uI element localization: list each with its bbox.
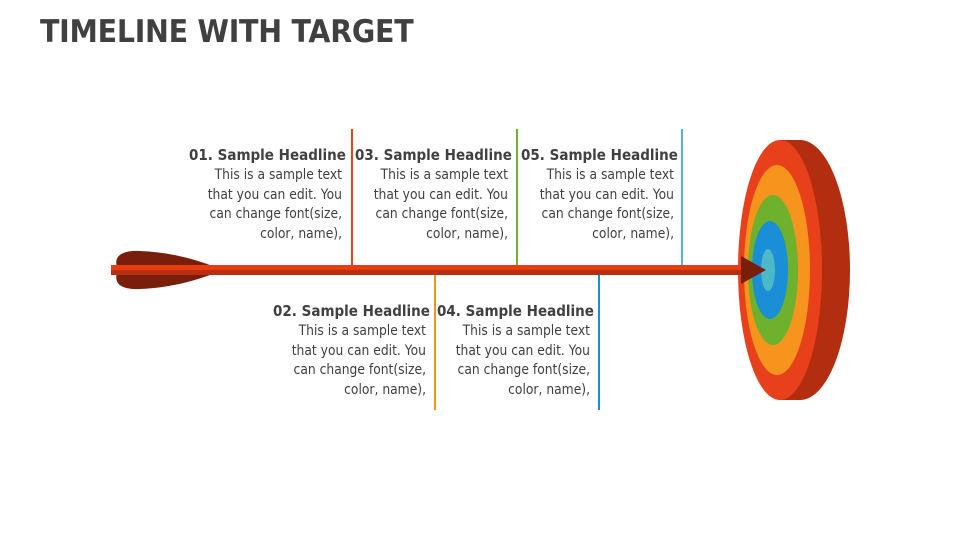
timeline-item-03: 03. Sample Headline This is a sample tex… bbox=[338, 145, 512, 244]
item-body: This is a sample text that you can edit.… bbox=[373, 167, 508, 242]
item-body: This is a sample text that you can edit.… bbox=[291, 323, 426, 398]
item-headline: 02. Sample Headline bbox=[273, 302, 430, 320]
item-body: This is a sample text that you can edit.… bbox=[455, 323, 590, 398]
item-body: This is a sample text that you can edit.… bbox=[539, 167, 674, 242]
item-headline: 04. Sample Headline bbox=[437, 302, 594, 320]
timeline-item-05: 05. Sample Headline This is a sample tex… bbox=[504, 145, 678, 244]
timeline-item-01: 01. Sample Headline This is a sample tex… bbox=[172, 145, 346, 244]
arrow-icon bbox=[111, 250, 766, 290]
arrow-head bbox=[741, 256, 766, 284]
page-title: TIMELINE WITH TARGET bbox=[40, 14, 414, 50]
target-icon bbox=[738, 140, 850, 400]
item-body: This is a sample text that you can edit.… bbox=[207, 167, 342, 242]
timeline-item-04: 04. Sample Headline This is a sample tex… bbox=[420, 301, 594, 400]
timeline-item-02: 02. Sample Headline This is a sample tex… bbox=[256, 301, 430, 400]
item-headline: 01. Sample Headline bbox=[189, 146, 346, 164]
item-headline: 03. Sample Headline bbox=[355, 146, 512, 164]
item-headline: 05. Sample Headline bbox=[521, 146, 678, 164]
